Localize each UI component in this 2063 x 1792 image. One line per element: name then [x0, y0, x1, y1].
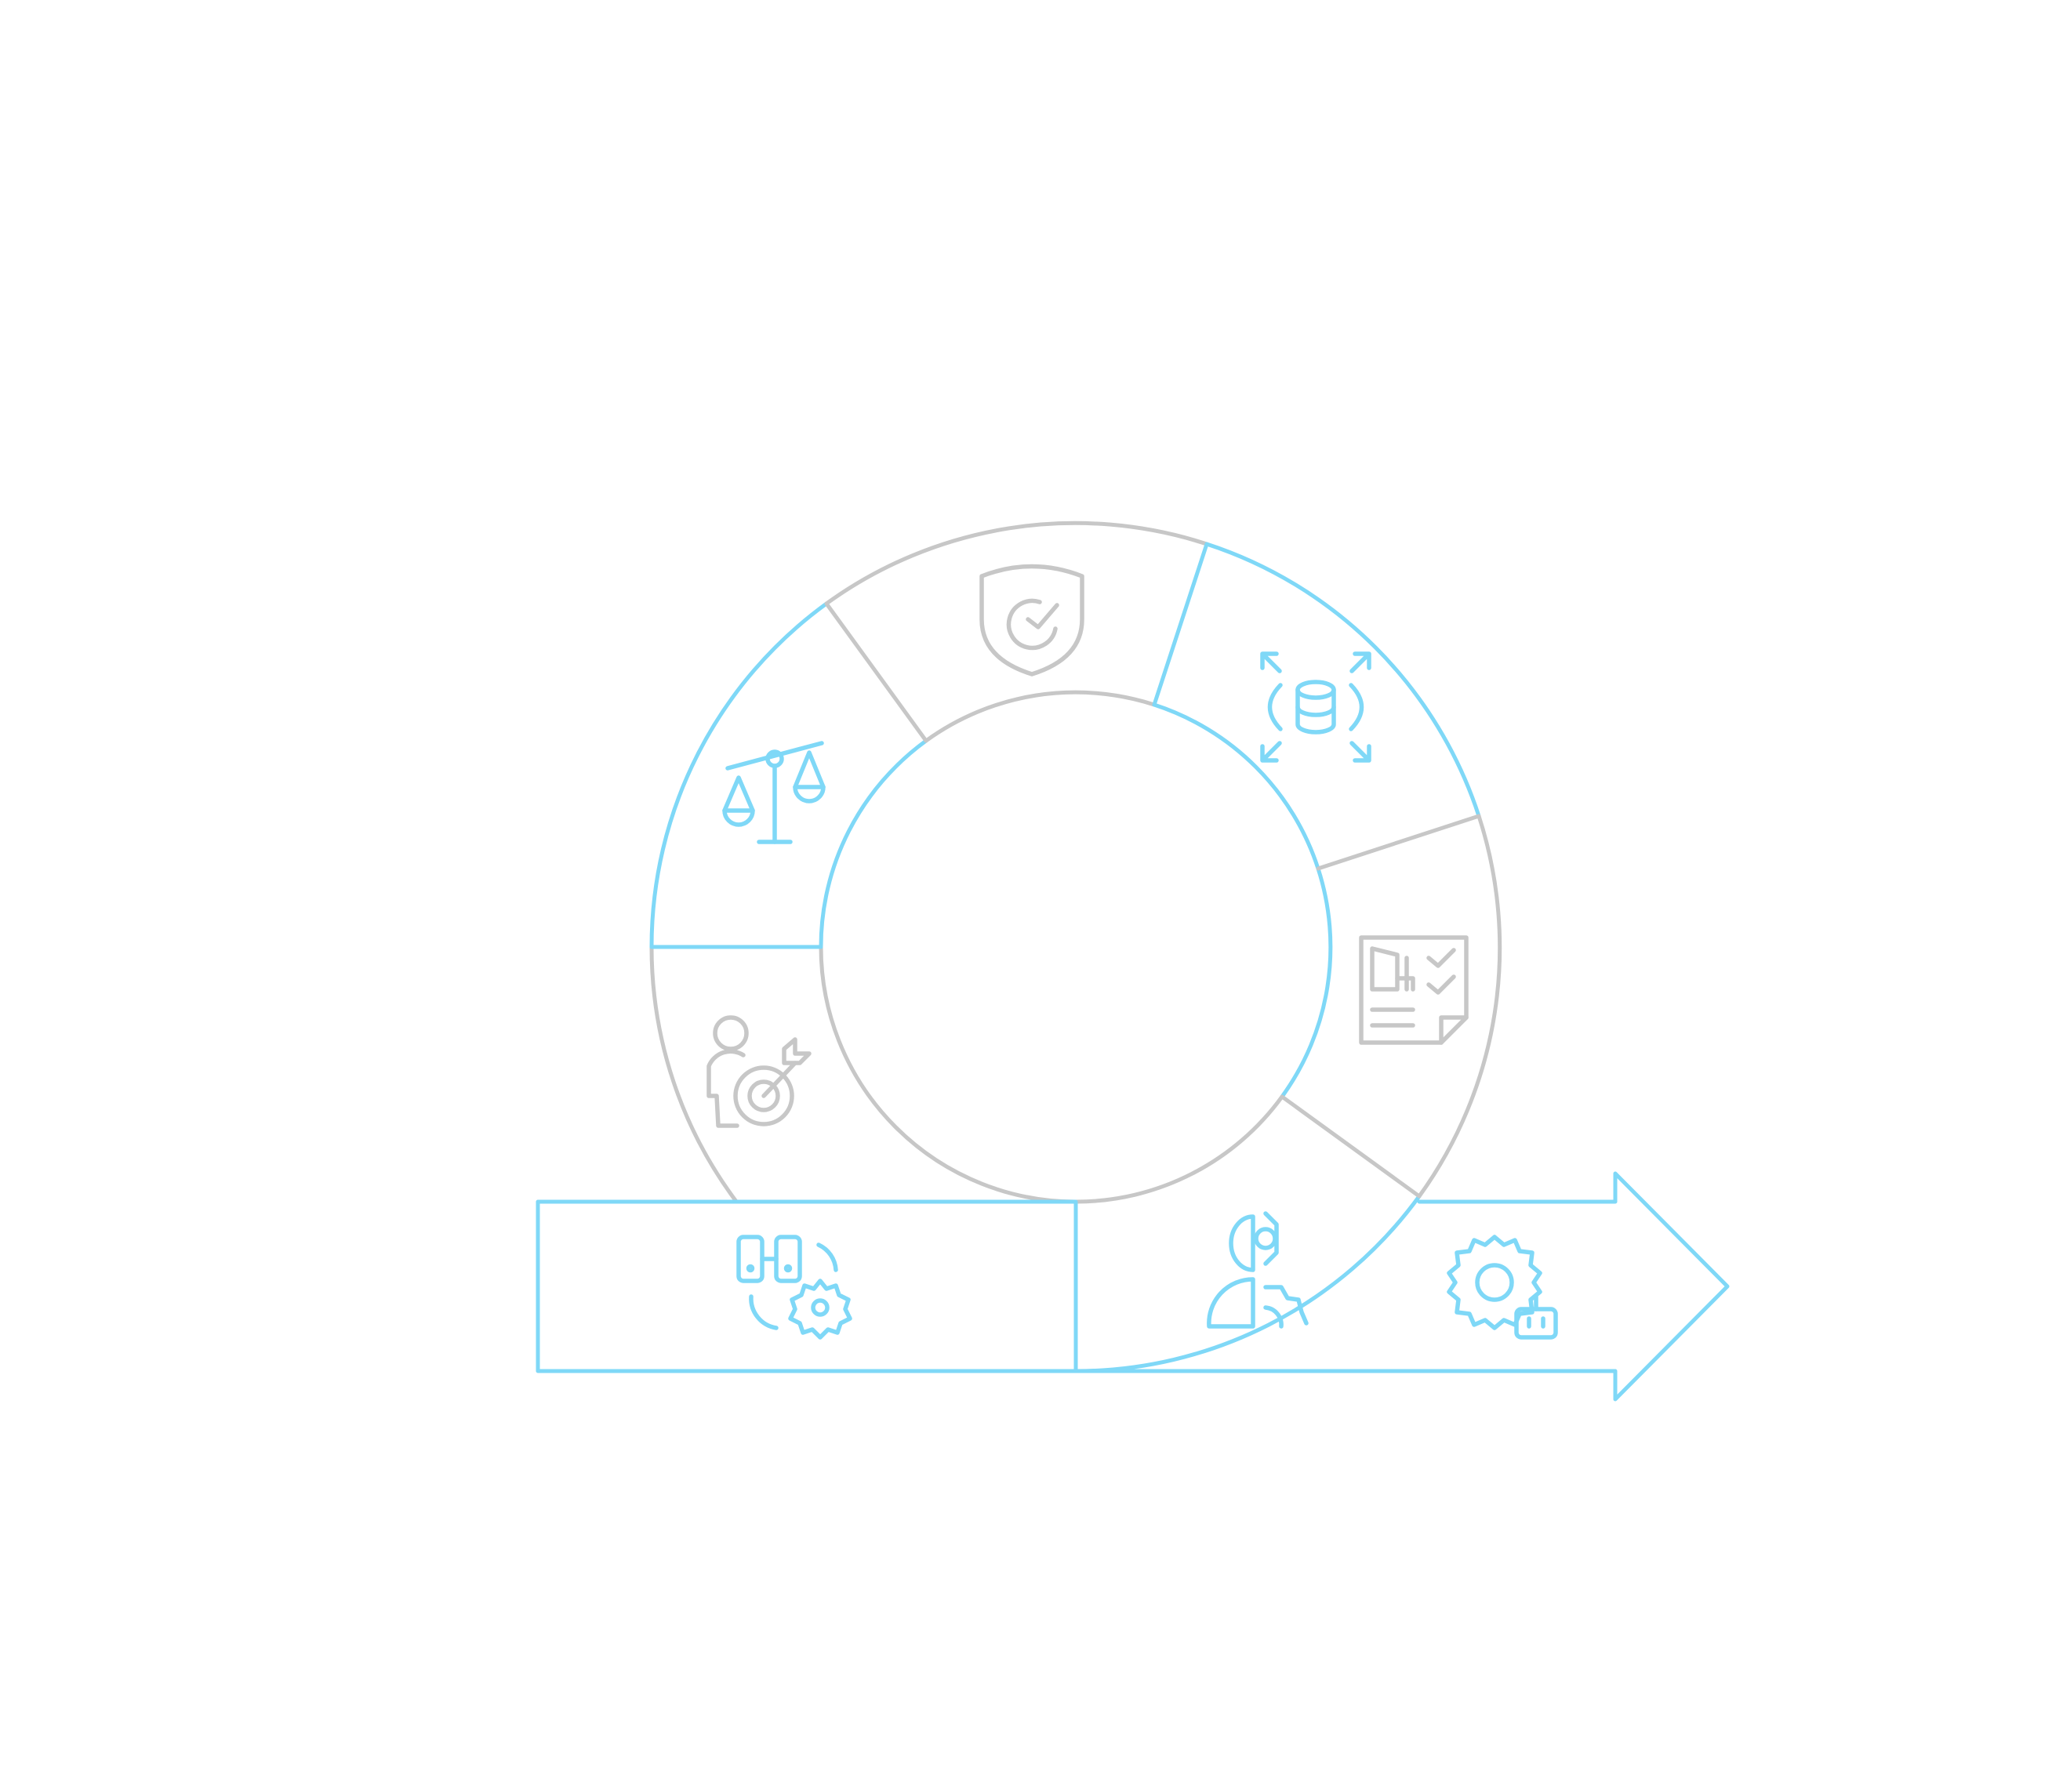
outer-arc-document-checklist — [1417, 814, 1502, 1199]
document-checklist-icon — [1359, 935, 1469, 1045]
person-target-icon — [706, 1015, 812, 1128]
inner-arc-balance-scale — [819, 738, 928, 949]
progress-arrow — [536, 1171, 1730, 1402]
ring-inner-arcs — [819, 690, 1333, 1204]
shield-check-icon — [979, 564, 1084, 677]
outer-arc-person-gears — [1073, 1194, 1422, 1373]
divider-upper-left — [824, 601, 928, 743]
ring-outer-arcs — [649, 521, 1502, 1373]
divider-top-right — [1152, 542, 1209, 707]
workflow-gear-icon — [736, 1235, 852, 1340]
inner-arc-database-expand — [1152, 702, 1320, 871]
balance-scale-icon — [722, 741, 826, 844]
inner-arc-person-target — [819, 945, 1078, 1204]
person-gears-icon — [1207, 1211, 1309, 1329]
outer-arc-person-target — [649, 945, 739, 1205]
outer-arc-balance-scale — [649, 601, 829, 949]
divider-right-upper — [1316, 814, 1481, 871]
inner-arc-shield-check — [924, 690, 1157, 743]
cycle-ring — [649, 521, 1502, 1373]
outer-arc-database-expand — [1204, 542, 1481, 818]
gear-robot-icon — [1447, 1235, 1558, 1340]
outer-arc-shield-check — [824, 521, 1209, 606]
database-expand-icon — [1260, 651, 1371, 763]
arrow-body — [1073, 1171, 1730, 1402]
divider-right-lower — [1280, 1094, 1422, 1199]
inner-arc-document-checklist — [1280, 866, 1333, 1099]
inner-arc-person-gears — [1073, 1094, 1284, 1204]
ring-dividers — [649, 542, 1481, 1199]
